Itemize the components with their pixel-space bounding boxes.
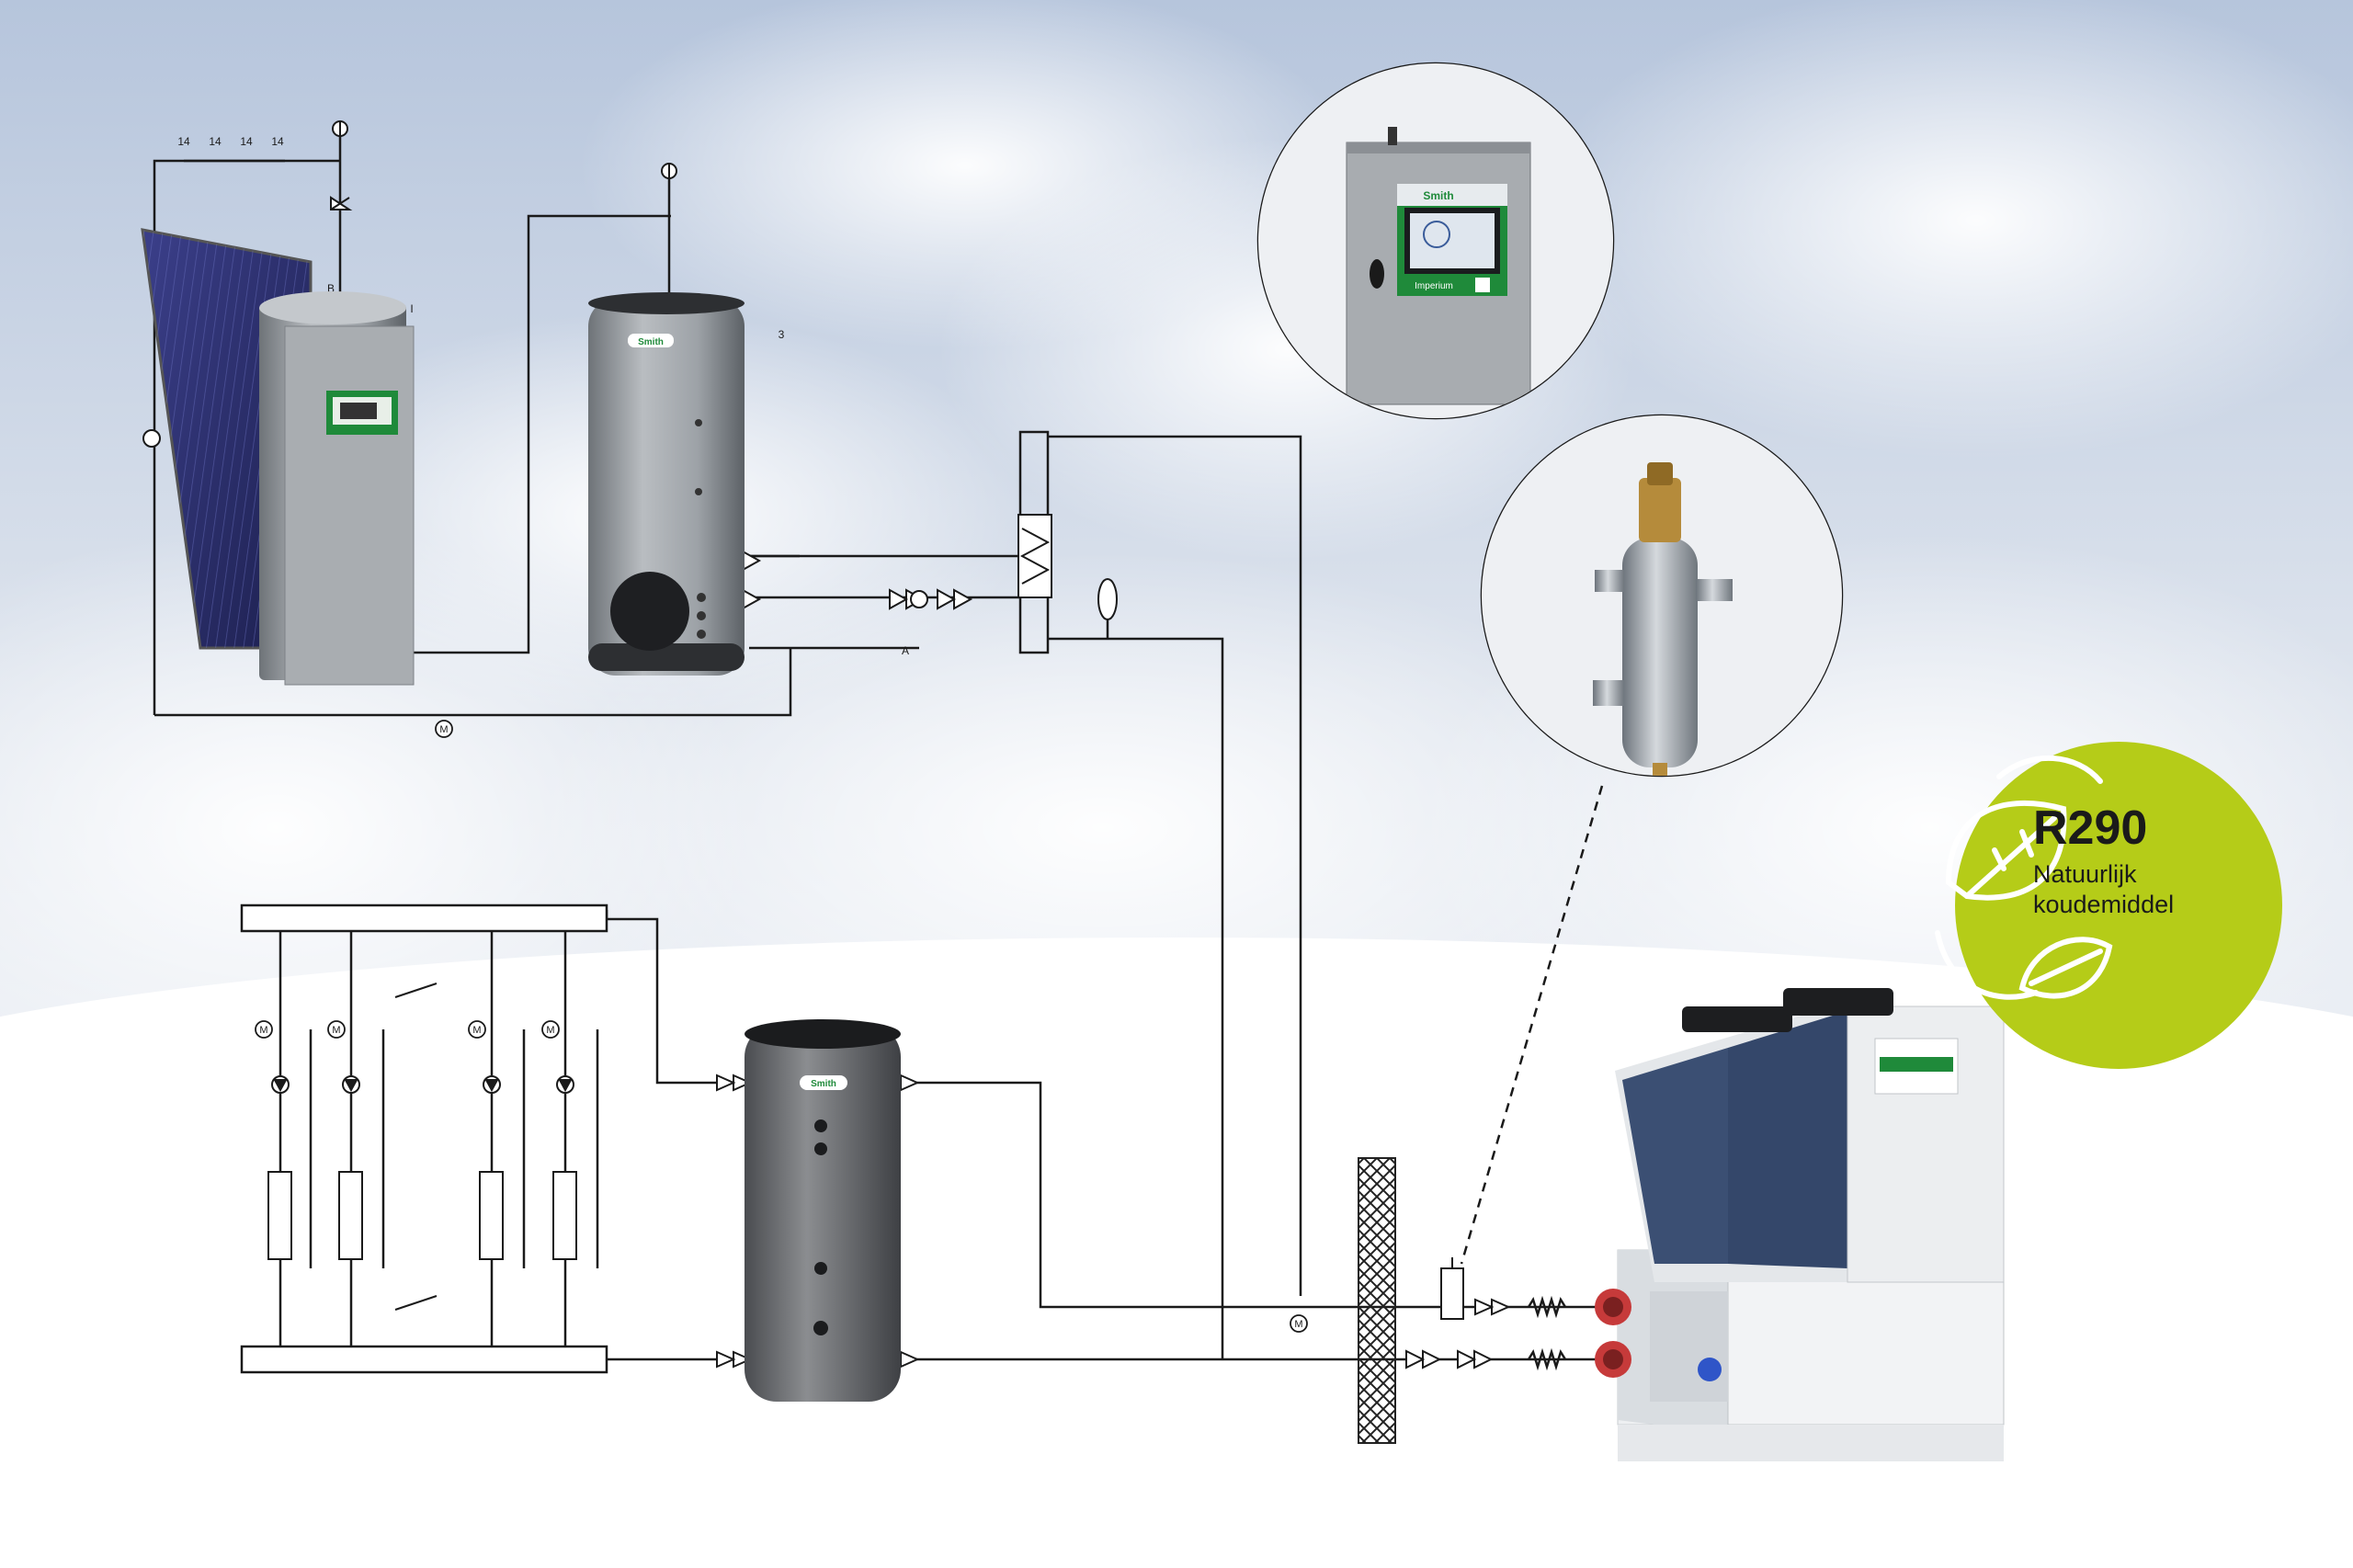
heat-pump-unit bbox=[1595, 988, 2005, 1461]
leaf-icon bbox=[1945, 756, 2103, 901]
wall-section bbox=[1358, 1157, 1396, 1444]
storage-tank: Smith bbox=[588, 292, 745, 676]
tap-label-i: I bbox=[410, 302, 413, 315]
valve-symbols bbox=[142, 196, 1511, 1369]
tap-label-b: B bbox=[327, 282, 335, 295]
r290-badge: R290 Natuurlijk koudemiddel bbox=[1935, 742, 2282, 1069]
tap-label-3: 3 bbox=[779, 328, 785, 341]
tank-logo: Smith bbox=[638, 337, 664, 347]
consumer-units bbox=[267, 1171, 577, 1260]
tap-label: 14 bbox=[240, 135, 253, 148]
badge-title: R290 bbox=[2033, 801, 2147, 855]
tap-label-a: A bbox=[902, 644, 909, 657]
flex-connectors bbox=[1527, 1295, 1567, 1371]
motor-label: M bbox=[546, 1025, 554, 1036]
tap-label: 14 bbox=[271, 135, 284, 148]
controller-callout: Smith Imperium bbox=[1256, 62, 1615, 420]
badge-line-1: Natuurlijk bbox=[2033, 860, 2137, 888]
switch-lines bbox=[394, 983, 438, 1311]
plate-heat-exchanger bbox=[1017, 514, 1052, 598]
controller-brand: Imperium bbox=[1415, 281, 1453, 291]
motor-label: M bbox=[1294, 1319, 1302, 1330]
motor-label: M bbox=[259, 1025, 267, 1036]
solar-water-heater bbox=[259, 291, 415, 686]
solar-tap-labels: 14 14 14 14 B I 3 A bbox=[177, 135, 909, 657]
motor-label: M bbox=[472, 1025, 481, 1036]
separator-callout bbox=[1480, 414, 1844, 778]
motor-valve-icons bbox=[255, 720, 1308, 1333]
leaf-icon bbox=[1935, 930, 2113, 1000]
tap-label: 14 bbox=[209, 135, 222, 148]
buffer-logo: Smith bbox=[811, 1079, 836, 1089]
piping bbox=[153, 129, 1604, 1374]
tap-label: 14 bbox=[177, 135, 190, 148]
buffer-tank: Smith bbox=[745, 1019, 901, 1402]
controller-logo: Smith bbox=[1423, 189, 1453, 202]
dirt-separator-symbol bbox=[1440, 1257, 1464, 1320]
badge-line-2: koudemiddel bbox=[2033, 891, 2174, 918]
thermometer-icon bbox=[332, 120, 677, 179]
pump-icons bbox=[271, 1075, 574, 1094]
motor-label: M bbox=[332, 1025, 340, 1036]
motor-label: M bbox=[439, 724, 448, 735]
